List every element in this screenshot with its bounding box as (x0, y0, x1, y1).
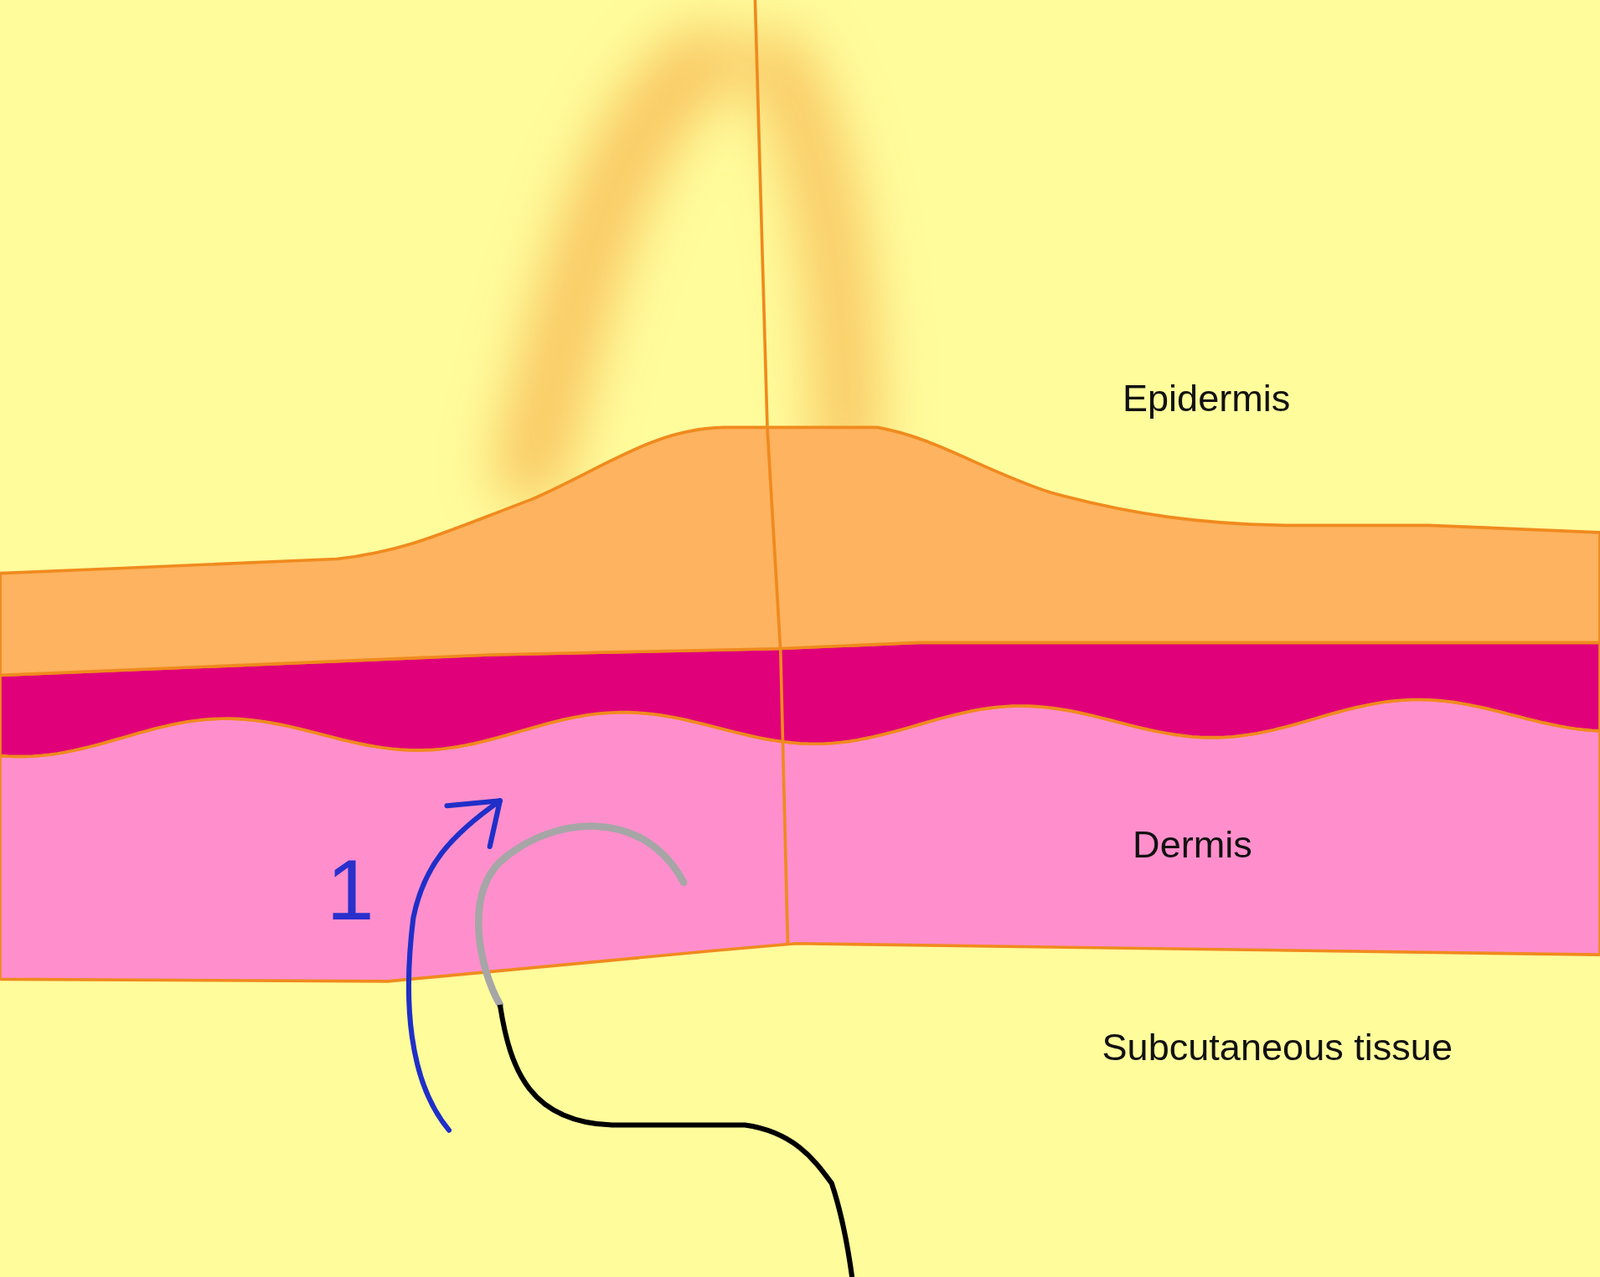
callout-number: 1 (326, 846, 375, 933)
direction-arrow (408, 800, 501, 1131)
hair-glow (530, 61, 847, 470)
hair-shaft (754, 0, 788, 945)
layer-label: Epidermis (1122, 379, 1291, 418)
layer-label: Dermis (1132, 825, 1253, 864)
stratum-layer (0, 427, 1600, 676)
layer-label: Subcutaneous tissue (1102, 1027, 1453, 1066)
needle-in-tissue (478, 826, 684, 1006)
suture-thread (500, 1005, 852, 1277)
arrow-head (447, 800, 501, 847)
